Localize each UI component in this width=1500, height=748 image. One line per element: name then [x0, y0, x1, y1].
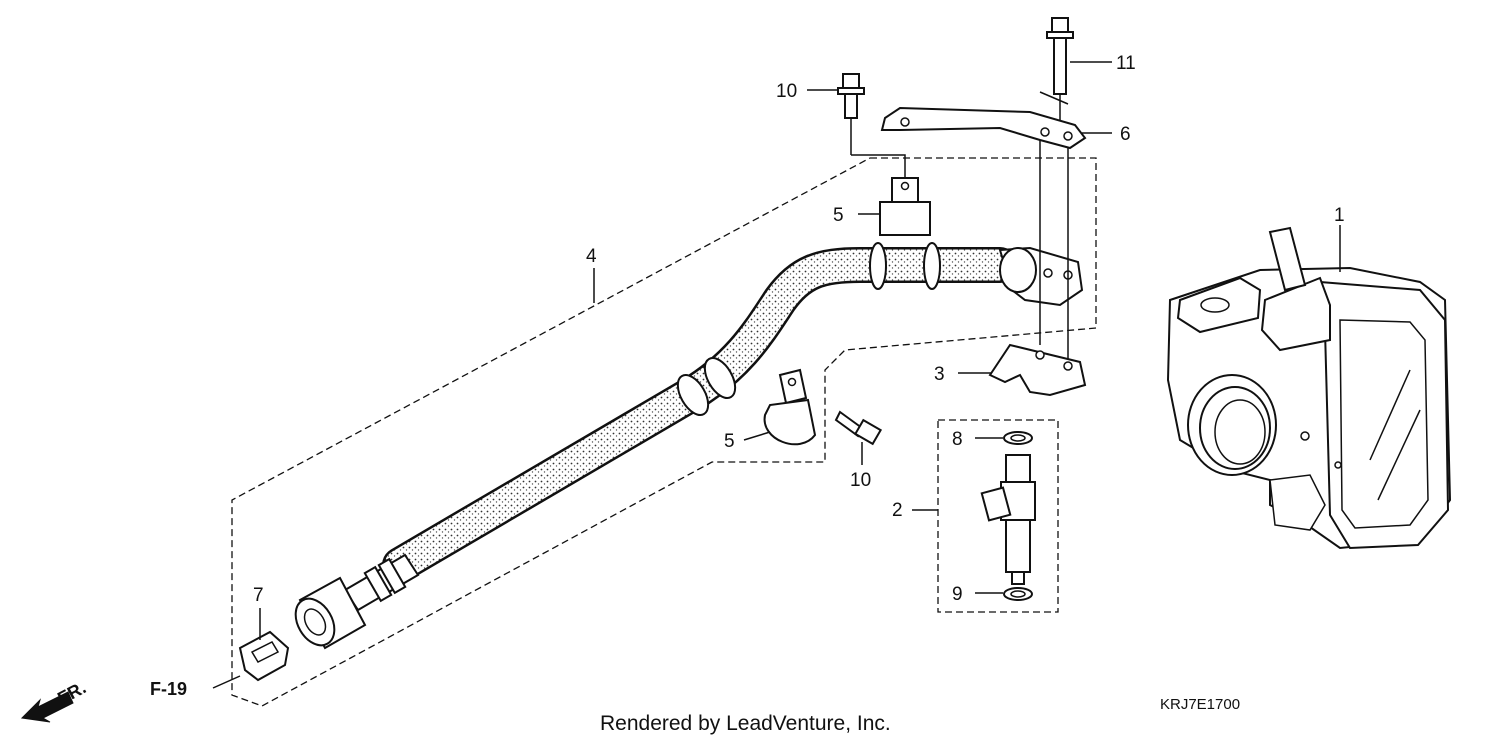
footer-credit: Rendered by LeadVenture, Inc. [600, 712, 891, 735]
hose-assembly-outline [231, 157, 1097, 707]
bolt-upper [837, 73, 906, 178]
connector-clip [238, 630, 290, 682]
callout-2: 2 [892, 500, 903, 521]
retainer-plate [988, 343, 1087, 397]
leader-lines [212, 61, 1341, 689]
callout-10-upper: 10 [776, 81, 797, 102]
mounting-bracket [880, 91, 1087, 362]
callout-1: 1 [1334, 205, 1345, 226]
callout-7: 7 [253, 585, 264, 606]
callout-5-upper: 5 [833, 205, 844, 226]
callout-6: 6 [1120, 124, 1131, 145]
callout-5-lower: 5 [724, 431, 735, 452]
hose-clamp-upper [879, 177, 931, 236]
fuel-hose [294, 242, 1084, 650]
bolt-long [1046, 17, 1074, 125]
callout-8: 8 [952, 429, 963, 450]
reference-label: F-19 [150, 679, 187, 699]
injector-group-outline [937, 419, 1059, 613]
bolt-lower [834, 410, 883, 446]
fuel-injector [980, 431, 1036, 601]
callout-4: 4 [586, 246, 597, 267]
callout-10-lower: 10 [850, 470, 871, 491]
callout-11: 11 [1116, 53, 1136, 74]
front-direction-arrow-icon [20, 691, 74, 723]
diagram-code: KRJ7E1700 [1160, 696, 1240, 713]
callout-9: 9 [952, 584, 963, 605]
hose-clamp-lower [763, 368, 817, 446]
callout-3: 3 [934, 364, 945, 385]
throttle-body [1166, 226, 1452, 550]
